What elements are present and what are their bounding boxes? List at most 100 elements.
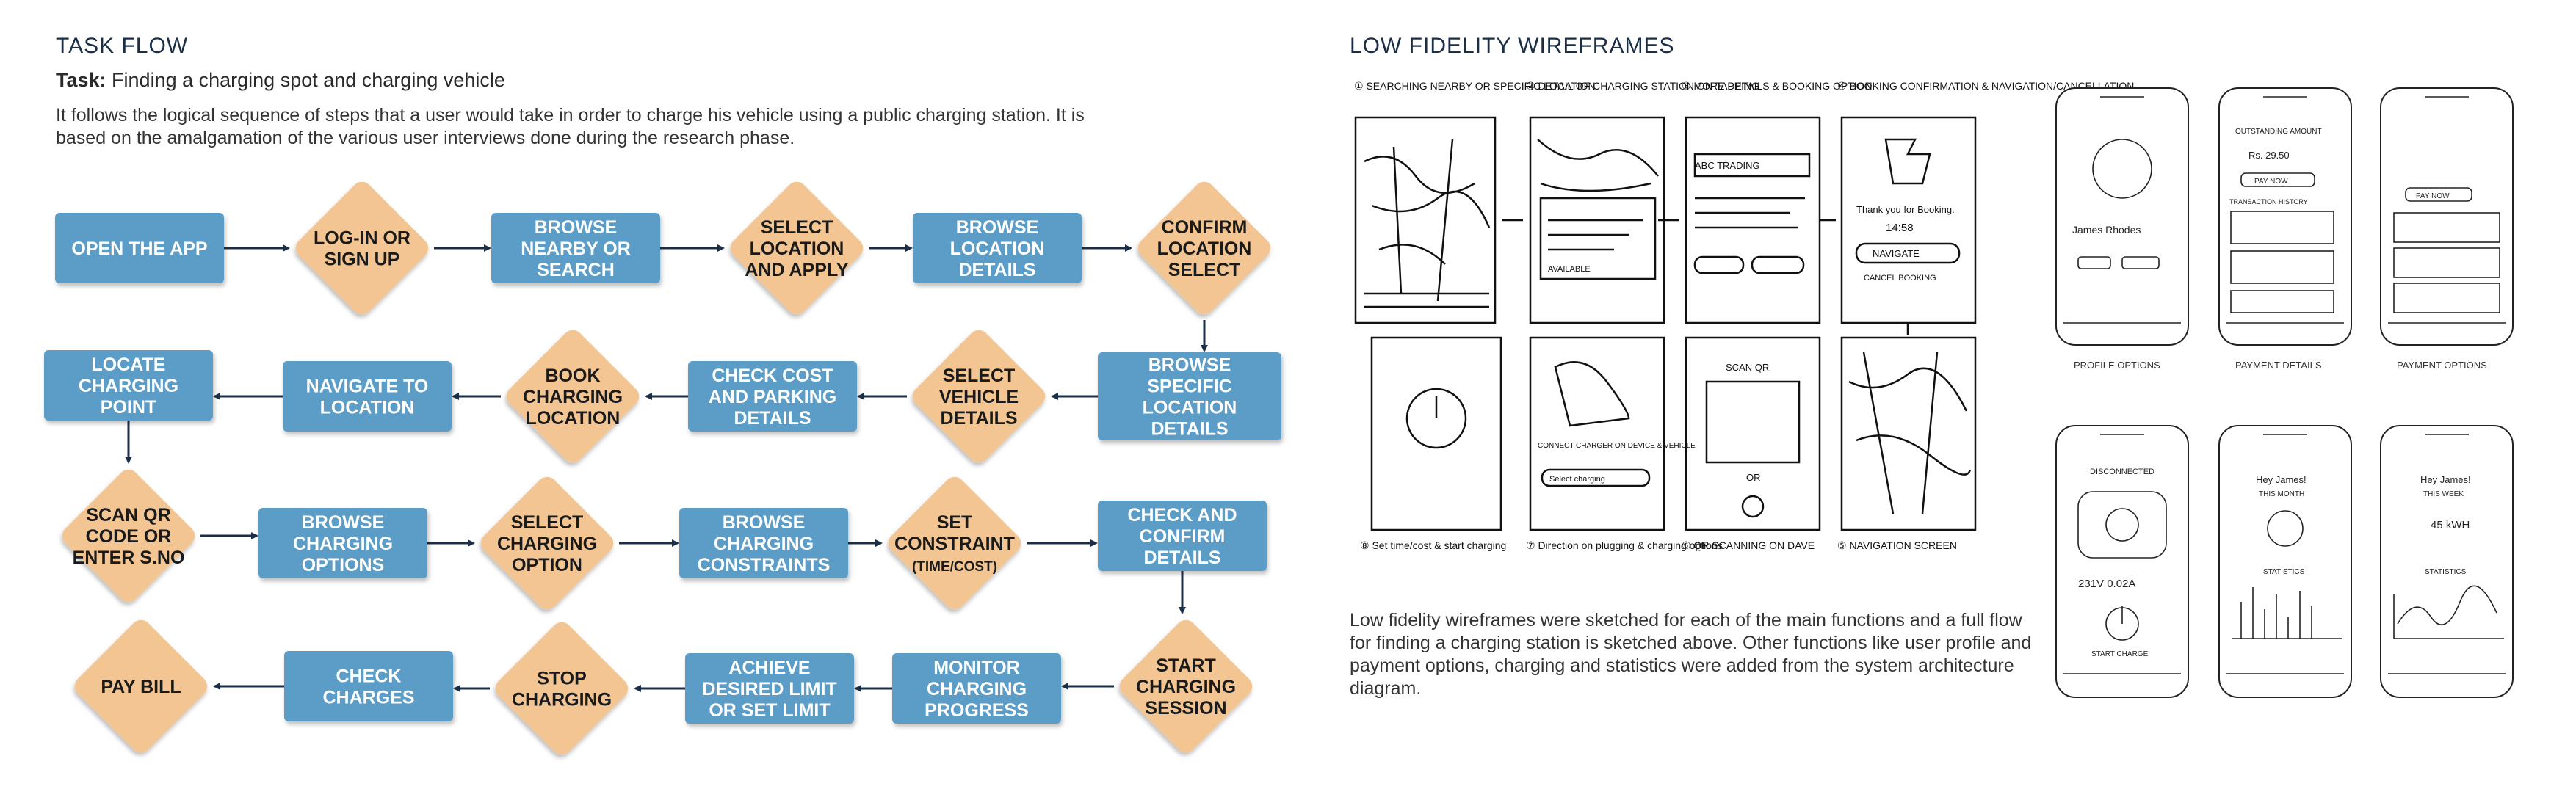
phone-caption-payment-details: PAYMENT DETAILS bbox=[2235, 360, 2322, 371]
flow-node-label: CHECK bbox=[336, 666, 402, 687]
flow-node-label: OPEN THE APP bbox=[71, 239, 207, 259]
process-box bbox=[688, 361, 857, 432]
decision-diamond bbox=[730, 181, 864, 315]
sketch-select-charging: Select charging bbox=[1549, 475, 1605, 484]
sketch-cancel: CANCEL BOOKING bbox=[1864, 274, 1936, 283]
phone-profile bbox=[2055, 87, 2189, 346]
flow-edges bbox=[125, 244, 1208, 692]
phone-this-month: THIS MONTH bbox=[2259, 490, 2304, 498]
flow-node-label: PROGRESS bbox=[925, 700, 1029, 721]
flow-node-label: CHECK AND bbox=[1127, 505, 1237, 526]
sketch-navigate: NAVIGATE bbox=[1873, 248, 1920, 259]
flow-node-label: LOCATION bbox=[1157, 239, 1252, 259]
flow-node-label: CHECK COST bbox=[712, 366, 833, 386]
phone-caption-profile: PROFILE OPTIONS bbox=[2074, 360, 2160, 371]
flow-node-label: CHARGING bbox=[293, 534, 393, 554]
sketch-caption-1: ① SEARCHING NEARBY OR SPECIFIC LOCATION bbox=[1354, 80, 1596, 92]
process-box bbox=[1098, 501, 1267, 571]
sketch-connect-charger: CONNECT CHARGER ON DEVICE & VEHICLE bbox=[1538, 442, 1696, 450]
flow-node-label: CHARGING bbox=[497, 534, 597, 554]
sketch-caption-8: ⑧ Set time/cost & start charging bbox=[1360, 539, 1506, 551]
flow-node-label: AND PARKING bbox=[709, 387, 837, 407]
flow-node-label: SELECT bbox=[943, 366, 1016, 386]
sketch-or: OR bbox=[1746, 472, 1761, 483]
flow-node-label: SET bbox=[937, 512, 973, 533]
flow-node-label: SIGN UP bbox=[325, 250, 400, 270]
flow-node-label: SELECT bbox=[511, 512, 584, 533]
phone-this-week: THIS WEEK bbox=[2423, 490, 2464, 498]
flow-node-label: BROWSE bbox=[723, 512, 806, 533]
flow-node-label: CHARGING bbox=[714, 534, 814, 554]
sketch-frame-5 bbox=[1840, 336, 1977, 531]
flow-node-label: SESSION bbox=[1145, 698, 1226, 719]
flow-node-label: LOCATE bbox=[92, 354, 166, 375]
phone-voltage: 231V 0.02A bbox=[2078, 578, 2135, 590]
wireframe-sketch-sheet: ① SEARCHING NEARBY OR SPECIFIC LOCATION … bbox=[1354, 80, 2134, 551]
flow-node-label: POINT bbox=[101, 397, 156, 418]
decision-diamond bbox=[912, 330, 1046, 463]
flow-node-label: LOCATION bbox=[526, 408, 621, 429]
decision-diamond bbox=[1137, 181, 1271, 315]
flow-node-label: LOCATION bbox=[750, 239, 844, 259]
task-label: Task: bbox=[56, 69, 106, 91]
phone-pay-now: PAY NOW bbox=[2254, 178, 2288, 186]
sketch-abc-trading: ABC TRADING bbox=[1695, 160, 1760, 171]
flow-node-label: CHARGING bbox=[1136, 677, 1236, 697]
sketch-frame-7 bbox=[1529, 336, 1665, 531]
process-box bbox=[284, 651, 453, 721]
flow-node-label: CHARGING bbox=[523, 387, 623, 407]
decision-diamond bbox=[295, 181, 429, 315]
sketch-caption-3: ③ MORE DETAILS & BOOKING OPTION bbox=[1682, 80, 1873, 92]
phone-caption-payment-options: PAYMENT OPTIONS bbox=[2397, 360, 2487, 371]
process-box bbox=[258, 508, 427, 578]
flow-node-label: START bbox=[1156, 655, 1215, 676]
task-flow-title: TASK FLOW bbox=[56, 34, 189, 58]
process-box bbox=[892, 653, 1061, 724]
flow-node-label: DETAILS bbox=[958, 260, 1035, 280]
sketch-caption-2: ② DETAIL OF CHARGING STATION ON TAPPING bbox=[1526, 80, 1759, 92]
sketch-frame-8 bbox=[1370, 336, 1502, 531]
process-box bbox=[44, 350, 213, 421]
flow-node-label: NAVIGATE TO bbox=[306, 377, 429, 397]
phone-payment-details bbox=[2218, 87, 2352, 346]
decision-diamond bbox=[495, 622, 629, 755]
flow-node-label: STOP bbox=[537, 669, 587, 689]
phone-profile-name: James Rhodes bbox=[2072, 224, 2141, 236]
flow-node-label: OPTIONS bbox=[302, 555, 385, 575]
flow-node-label: SCAN QR bbox=[86, 505, 170, 526]
flow-node-label: SPECIFIC bbox=[1147, 377, 1231, 397]
flow-node-label: CHARGES bbox=[322, 688, 414, 708]
process-box bbox=[913, 213, 1082, 283]
phone-stats-week bbox=[2380, 425, 2514, 698]
flow-node-label: AND APPLY bbox=[745, 260, 849, 280]
flow-node-label: CONFIRM bbox=[1162, 217, 1248, 238]
flow-node-label: DESIRED LIMIT bbox=[702, 679, 836, 699]
task-line: Task: Finding a charging spot and chargi… bbox=[56, 69, 505, 92]
process-box bbox=[685, 653, 854, 724]
phone-charging bbox=[2055, 425, 2189, 698]
flow-node-label: DETAILS bbox=[734, 408, 811, 429]
flow-node-n1: OPEN THE APP bbox=[55, 213, 224, 283]
phone-energy: 45 kWH bbox=[2431, 519, 2470, 531]
flow-node-label: DETAILS bbox=[940, 408, 1017, 429]
flow-node-label: ENTER S.NO bbox=[73, 548, 185, 568]
process-box bbox=[283, 361, 452, 432]
flow-node-label: CONSTRAINT bbox=[894, 534, 1015, 554]
sketch-frame-1 bbox=[1354, 116, 1497, 324]
flow-node-label: CODE OR bbox=[86, 526, 172, 547]
